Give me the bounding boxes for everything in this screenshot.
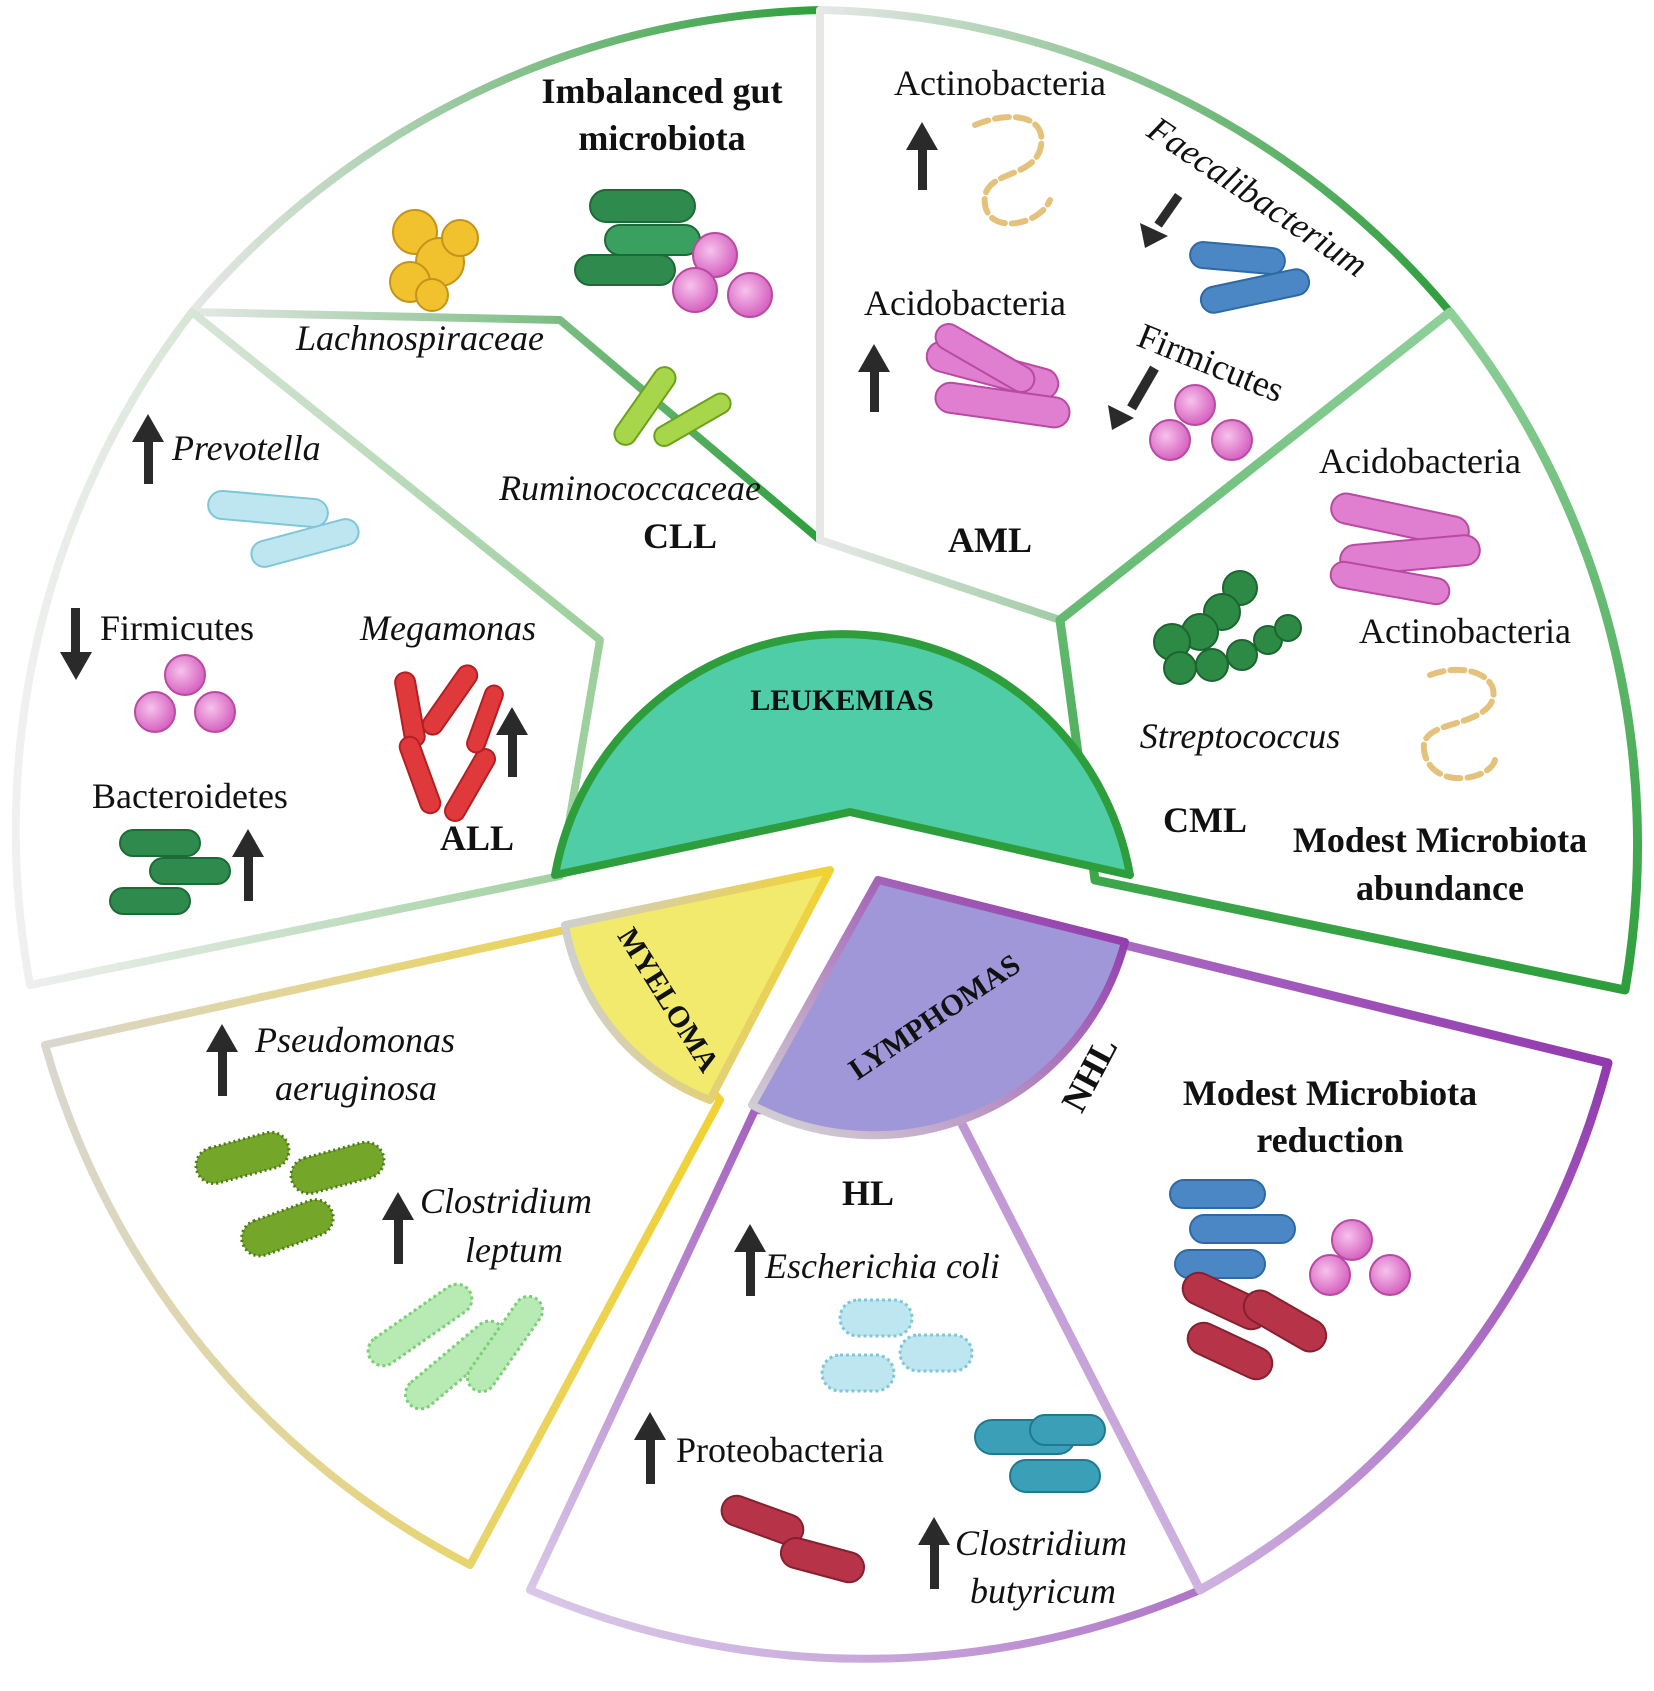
all-taxon-prevotella: Prevotella: [171, 428, 321, 468]
all-labels: Prevotella Firmicutes Megamonas Bacteroi…: [92, 428, 536, 858]
leukemias-label: LEUKEMIAS: [750, 684, 933, 717]
hl-clostridium-rods: [974, 1414, 1106, 1493]
up-arrow-icon: [206, 1024, 238, 1096]
cml-heading-line1: Modest Microbiota: [1293, 820, 1587, 860]
cml-taxon-actinobacteria: Actinobacteria: [1359, 611, 1571, 651]
bacteria-illustrations: [109, 114, 1498, 1584]
hl-ecoli-rods: [820, 1298, 974, 1393]
aml-actinobacteria-squiggle: [972, 114, 1053, 227]
myeloma-taxon-clostridium-line1: Clostridium: [420, 1181, 592, 1221]
cll-pink-cocci: [672, 232, 773, 318]
cml-labels: Acidobacteria Actinobacteria Streptococc…: [1140, 441, 1587, 908]
lachnospiraceae-illustration: [389, 209, 479, 312]
cml-taxon-streptococcus: Streptococcus: [1140, 716, 1341, 756]
cll-lightgreen-rods: [613, 366, 732, 447]
hl-labels: HL Escherichia coli Proteobacteria Clost…: [676, 1173, 1127, 1611]
up-arrow-icon: [496, 707, 528, 777]
hl-taxon-clostridium-line1: Clostridium: [955, 1523, 1127, 1563]
myeloma-taxon-pseudomonas-line1: Pseudomonas: [254, 1020, 455, 1060]
aml-wedge: [816, 6, 1454, 624]
aml-acidobacteria-chains: [925, 323, 1071, 429]
myeloma-labels: Pseudomonas aeruginosa Clostridium leptu…: [254, 1020, 592, 1270]
all-bacteroidetes-rods: [109, 829, 231, 915]
up-arrow-icon: [734, 1224, 766, 1296]
myeloma-hub: [561, 866, 834, 1104]
down-arrow-icon: [60, 608, 92, 680]
hl-proteobacteria-rods: [720, 1494, 866, 1584]
cml-heading-line2: abundance: [1356, 868, 1524, 908]
up-arrow-icon: [918, 1517, 950, 1589]
all-wedge: [11, 308, 604, 989]
up-arrow-icon: [232, 829, 264, 901]
hl-tag: HL: [842, 1173, 894, 1213]
aml-tag: AML: [948, 520, 1032, 560]
nhl-pink-cocci: [1309, 1219, 1411, 1296]
up-arrow-icon: [132, 414, 164, 484]
all-tag: ALL: [440, 818, 514, 858]
hl-taxon-proteobacteria: Proteobacteria: [676, 1430, 884, 1470]
myeloma-taxon-clostridium-line2: leptum: [465, 1230, 563, 1270]
trend-arrows: [60, 122, 1183, 1589]
up-arrow-icon: [634, 1412, 666, 1484]
cll-heading-line1: Imbalanced gut: [541, 71, 782, 111]
myeloma-wedge: [41, 926, 724, 1569]
all-taxon-firmicutes: Firmicutes: [100, 608, 254, 648]
ruminococcaceae-green-rods: [574, 189, 701, 286]
myeloma-taxon-pseudomonas-line2: aeruginosa: [275, 1068, 437, 1108]
cll-taxon-lachnospiraceae: Lachnospiraceae: [295, 318, 544, 358]
cll-wedge: [188, 6, 824, 544]
cml-taxon-acidobacteria: Acidobacteria: [1319, 441, 1521, 481]
cml-streptococcus-chain: [1153, 570, 1302, 685]
nhl-red-rods: [1181, 1271, 1328, 1381]
lymphomas-hub: [748, 876, 1129, 1140]
all-megamonas-rods: [394, 664, 504, 822]
down-arrow-icon: [1140, 192, 1183, 248]
nhl-heading-line2: reduction: [1256, 1120, 1403, 1160]
cml-wedge: [1055, 307, 1643, 995]
outer-wedges: [11, 6, 1643, 1663]
cml-tag: CML: [1163, 800, 1247, 840]
nhl-blue-rods: [1169, 1179, 1296, 1279]
cll-labels: Imbalanced gut microbiota Lachnospiracea…: [295, 71, 783, 556]
up-arrow-icon: [858, 344, 890, 412]
aml-faecalibacterium-rods: [1189, 241, 1311, 314]
nhl-heading-line1: Modest Microbiota: [1183, 1073, 1477, 1113]
cml-acidobacteria-chains: [1329, 492, 1481, 606]
leukemias-hub: [551, 630, 1134, 879]
all-prevotella-rods: [207, 489, 360, 568]
up-arrow-icon: [382, 1192, 414, 1264]
aml-taxon-acidobacteria: Acidobacteria: [864, 283, 1066, 323]
all-taxon-bacteroidetes: Bacteroidetes: [92, 776, 288, 816]
hl-taxon-ecoli: Escherichia coli: [764, 1246, 1000, 1286]
all-taxon-megamonas: Megamonas: [359, 608, 536, 648]
cll-taxon-ruminococcaceae: Ruminococcaceae: [498, 468, 761, 508]
hubs: LEUKEMIAS MYELOMA LYMPHOMAS: [551, 630, 1134, 1140]
nhl-wedge: [955, 940, 1613, 1595]
cll-heading-line2: microbiota: [578, 118, 745, 158]
all-firmicutes-cocci: [134, 654, 236, 733]
down-arrow-icon: [1108, 365, 1159, 430]
aml-taxon-actinobacteria: Actinobacteria: [894, 63, 1106, 103]
hl-taxon-clostridium-line2: butyricum: [970, 1571, 1116, 1611]
up-arrow-icon: [906, 122, 938, 190]
cml-actinobacteria-squiggle: [1420, 666, 1498, 782]
myeloma-pseudomonas-rods: [194, 1130, 386, 1258]
myeloma-clostridium-rods: [366, 1282, 545, 1411]
cll-tag: CLL: [643, 516, 717, 556]
aml-firmicutes-cocci: [1149, 384, 1253, 461]
